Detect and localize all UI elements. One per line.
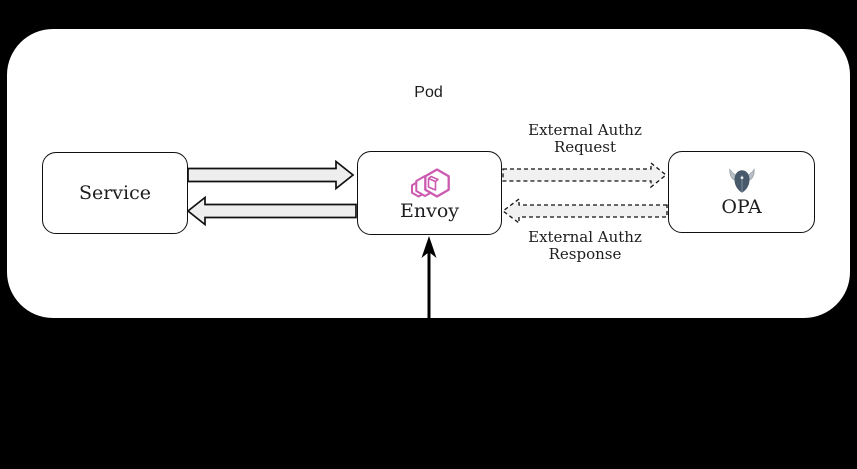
- service-label: Service: [78, 181, 152, 204]
- pod-title: Pod: [414, 84, 443, 101]
- envoy-logo-icon: [407, 167, 453, 201]
- service-node: Service: [42, 152, 188, 234]
- external-authz-response-label: External Authz Response: [528, 228, 642, 263]
- envoy-node: Envoy: [357, 151, 502, 235]
- opa-node: OPA: [668, 151, 815, 233]
- pod-container: Pod Service Envoy: [7, 29, 850, 318]
- envoy-label: Envoy: [399, 199, 459, 222]
- external-authz-request-label: External Authz Request: [528, 121, 642, 156]
- opa-label: OPA: [721, 196, 762, 219]
- opa-logo-icon: [723, 166, 761, 197]
